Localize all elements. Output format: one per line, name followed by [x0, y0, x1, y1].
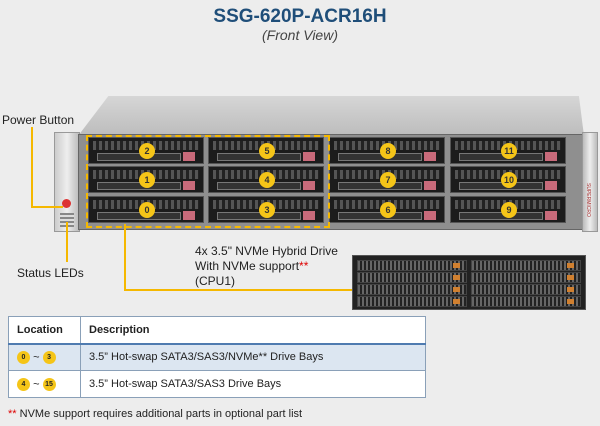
- description-cell: 3.5” Hot-swap SATA3/SAS3 Drive Bays: [80, 370, 426, 398]
- bay-latch[interactable]: [303, 181, 315, 190]
- bay-number-badge: 0: [139, 202, 155, 218]
- drive-bay-7[interactable]: 7: [329, 166, 445, 193]
- bay-badge: 15: [42, 377, 56, 391]
- header-description: Description: [80, 316, 426, 345]
- right-rack-ear: SUPERMICRO: [582, 132, 598, 232]
- header-location: Location: [8, 316, 81, 345]
- drive-bay-10[interactable]: 10: [450, 166, 566, 193]
- mini-drive-latch: [567, 263, 574, 268]
- footnote-stars: **: [8, 408, 17, 420]
- bay-latch[interactable]: [183, 152, 195, 161]
- status-leds: [60, 213, 74, 227]
- mini-drive: [357, 296, 467, 307]
- drive-bay-8[interactable]: 8: [329, 137, 445, 164]
- nvme-drive-inset-image: [352, 255, 586, 310]
- nvme-line2-text: With NVMe support: [195, 259, 300, 273]
- drive-bay-4[interactable]: 4: [208, 166, 324, 193]
- bay-latch[interactable]: [424, 181, 436, 190]
- bay-latch[interactable]: [545, 181, 557, 190]
- mini-drive-latch: [453, 299, 460, 304]
- table-row: 4 ~ 15 3.5” Hot-swap SATA3/SAS3 Drive Ba…: [8, 370, 426, 398]
- mini-drive: [357, 272, 467, 283]
- bay-badge: 3: [42, 350, 56, 364]
- nvme-callout-text: 4x 3.5" NVMe Hybrid Drive With NVMe supp…: [195, 244, 338, 289]
- drive-bay-3[interactable]: 3: [208, 196, 324, 223]
- footnote: ** NVMe support requires additional part…: [8, 408, 302, 420]
- nvme-line3: (CPU1): [195, 274, 236, 288]
- bay-number-badge: 9: [501, 202, 517, 218]
- bay-badge: 0: [17, 350, 30, 364]
- nvme-line1: 4x 3.5" NVMe Hybrid Drive: [195, 244, 338, 258]
- mini-drive: [471, 260, 581, 271]
- drive-bay-6[interactable]: 6: [329, 196, 445, 223]
- bay-latch[interactable]: [183, 181, 195, 190]
- bay-badge: 4: [17, 377, 30, 391]
- mini-drive-latch: [567, 287, 574, 292]
- bay-latch[interactable]: [545, 152, 557, 161]
- range-sep: ~: [33, 351, 40, 364]
- bay-number-badge: 2: [139, 143, 155, 159]
- bay-number-badge: 10: [501, 172, 517, 188]
- nvme-callout-line: [124, 224, 126, 290]
- bay-number-badge: 6: [380, 202, 396, 218]
- nvme-callout-line: [124, 289, 354, 291]
- drive-bay-9[interactable]: 9: [450, 196, 566, 223]
- mini-drive-latch: [453, 263, 460, 268]
- drive-bay-11[interactable]: 11: [450, 137, 566, 164]
- chassis-top: [78, 96, 584, 136]
- location-cell: 0 ~ 3: [8, 343, 81, 371]
- mini-drive-latch: [453, 287, 460, 292]
- page-subtitle: (Front View): [262, 27, 338, 43]
- bay-latch[interactable]: [545, 211, 557, 220]
- power-button[interactable]: [62, 199, 71, 208]
- drive-bay-0[interactable]: 0: [88, 196, 204, 223]
- table-row: 0 ~ 3 3.5” Hot-swap SATA3/SAS3/NVMe** Dr…: [8, 343, 426, 371]
- mini-drive: [357, 284, 467, 295]
- status-leds-label: Status LEDs: [17, 266, 84, 280]
- bay-number-badge: 4: [259, 172, 275, 188]
- brand-logo: SUPERMICRO: [585, 183, 591, 217]
- range-sep: ~: [33, 377, 40, 390]
- power-callout-line: [31, 127, 33, 207]
- drive-bay-5[interactable]: 5: [208, 137, 324, 164]
- mini-drive-latch: [567, 275, 574, 280]
- bay-number-badge: 1: [139, 172, 155, 188]
- nvme-stars: **: [299, 259, 309, 273]
- mini-drive: [357, 260, 467, 271]
- bay-number-badge: 11: [501, 143, 517, 159]
- location-cell: 4 ~ 15: [8, 370, 81, 398]
- bay-latch[interactable]: [303, 152, 315, 161]
- mini-drive-latch: [453, 275, 460, 280]
- bay-latch[interactable]: [424, 152, 436, 161]
- bay-latch[interactable]: [303, 211, 315, 220]
- power-callout-line: [31, 206, 63, 208]
- nvme-line2: With NVMe support**: [195, 259, 338, 274]
- drive-bay-1[interactable]: 1: [88, 166, 204, 193]
- bay-number-badge: 5: [259, 143, 275, 159]
- bay-number-badge: 3: [259, 202, 275, 218]
- page-title: SSG-620P-ACR16H: [213, 6, 387, 27]
- mini-drive: [471, 284, 581, 295]
- footnote-text: NVMe support requires additional parts i…: [16, 408, 303, 420]
- power-button-label: Power Button: [2, 113, 75, 127]
- leds-callout-line: [66, 222, 68, 262]
- bay-latch[interactable]: [424, 211, 436, 220]
- bay-number-badge: 8: [380, 143, 396, 159]
- bay-latch[interactable]: [183, 211, 195, 220]
- mini-drive-latch: [567, 299, 574, 304]
- drive-bay-2[interactable]: 2: [88, 137, 204, 164]
- mini-drive: [471, 296, 581, 307]
- mini-drive: [471, 272, 581, 283]
- description-cell: 3.5” Hot-swap SATA3/SAS3/NVMe** Drive Ba…: [80, 343, 426, 371]
- left-rack-ear: [54, 132, 80, 232]
- bay-number-badge: 7: [380, 172, 396, 188]
